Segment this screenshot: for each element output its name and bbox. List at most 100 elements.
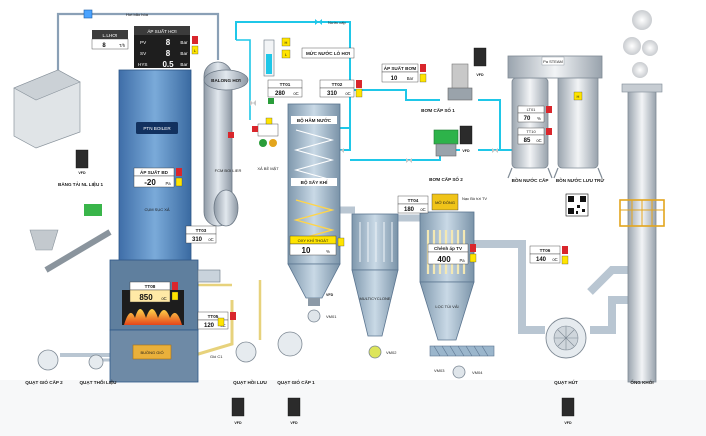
valve-icon[interactable] xyxy=(250,100,256,106)
ap-suat-lo-value: -20 xyxy=(144,178,156,187)
fan-icon[interactable] xyxy=(88,354,104,370)
fan-group[interactable] xyxy=(37,331,303,371)
gio-c1-label: Gió C1 xyxy=(210,354,223,359)
run-indicator xyxy=(268,98,274,104)
tag-value-box xyxy=(133,175,175,188)
quat-gio-cap-2-label: QUẠT GIÓ CẤP 2 xyxy=(25,378,63,385)
pump-2[interactable] xyxy=(433,129,459,157)
smoke-puff xyxy=(623,37,641,55)
alarm-indicator xyxy=(562,246,568,254)
balong-drum xyxy=(203,69,249,91)
tt04-label: TT04 xyxy=(408,198,419,203)
qr-cell xyxy=(568,196,574,202)
oxy-label: OXY KHÍ THOÁT xyxy=(298,238,329,243)
valve-icon[interactable] xyxy=(492,148,498,153)
multicyclone-label: MULTICYCLONE xyxy=(359,296,390,301)
alarm-indicator xyxy=(252,126,258,132)
qr-cell xyxy=(577,205,580,208)
conveyor-motor-icon[interactable] xyxy=(84,204,102,216)
rotary-valve-icon[interactable] xyxy=(368,345,382,359)
level-h-indicator xyxy=(281,37,291,47)
valve-icon[interactable] xyxy=(315,19,322,25)
steam-drum: BALONG HƠI FCM BOI LIER xyxy=(197,61,249,283)
ap-suat-hoi-title: ÁP SUẤT HƠI xyxy=(147,28,176,34)
tt04-value: 180 xyxy=(404,207,415,213)
xa-be-mat-label: XẢ BỀ MẶT xyxy=(257,166,279,171)
tt01-label: TT01 xyxy=(280,82,291,87)
mo-dong-button[interactable] xyxy=(431,193,459,211)
fan-icon[interactable] xyxy=(277,331,303,357)
vfd-label: VFD xyxy=(564,421,572,425)
vfd-icon[interactable] xyxy=(473,47,487,67)
ap-suat-lo-label: ÁP SUẤT BD xyxy=(140,169,169,175)
dp-tui-vai-label: Chênh áp TV xyxy=(434,246,463,251)
smoke-puff xyxy=(632,10,652,30)
vfd-icon[interactable] xyxy=(75,149,89,169)
vfd-icon[interactable] xyxy=(287,397,301,417)
vfd-icon[interactable] xyxy=(459,125,473,145)
tt10-unit: oC xyxy=(536,138,541,143)
hys-label: HYS xyxy=(138,62,147,67)
tt02-value: 310 xyxy=(327,91,338,97)
sv-value[interactable]: 8 xyxy=(166,49,171,58)
vm-label: VM04 xyxy=(472,370,483,375)
level-value: 70 xyxy=(524,116,531,122)
fan-icon[interactable] xyxy=(235,341,257,363)
hys-value[interactable]: 0.5 xyxy=(162,60,174,69)
bon-nuoc-cap-tank xyxy=(511,77,549,169)
tt10-label: TT10 xyxy=(526,129,536,134)
oxy-value: 10 xyxy=(302,246,311,255)
ap-suat-bom-label: ÁP SUẤT BƠM xyxy=(384,65,417,71)
rotary-valve-icon[interactable] xyxy=(452,365,466,379)
tag-ap-suat-hoi: ÁP SUẤT HƠI PV 8 Bar SV 8 Bar HYS 0.5 Ba… xyxy=(134,26,199,69)
tag-mo-dong[interactable]: MỞ ĐÓNG Nạc Bồ tứi TV xyxy=(431,193,487,211)
pipes xyxy=(56,12,628,362)
bo-say-khi-label: BỘ SẤY KHÍ xyxy=(301,178,328,185)
tag-value-box xyxy=(381,71,419,83)
tag-muc-nuoc: H L MỨC NƯỚC LÒ HƠI xyxy=(263,37,355,77)
tt01-unit: oC xyxy=(293,91,298,96)
alarm-indicator xyxy=(546,128,552,135)
tag-value-box xyxy=(289,243,337,256)
vfd-units[interactable]: VFD VFD VFD VFD VFD VFD VFD xyxy=(75,47,575,425)
tt05-label: TT05 xyxy=(208,314,219,319)
pa-steam-tag xyxy=(541,56,565,66)
bo-ham-nuoc-tag xyxy=(291,116,337,124)
level-l-indicator xyxy=(281,49,291,59)
valve-icon[interactable] xyxy=(406,158,412,163)
status-indicator xyxy=(217,317,225,327)
qr-cell xyxy=(580,196,586,202)
fan-icon[interactable] xyxy=(37,349,59,371)
tag-value-box xyxy=(185,233,217,244)
hys-unit: Bar xyxy=(180,62,188,67)
id-fan[interactable] xyxy=(545,317,587,359)
cyclone-tubes xyxy=(359,222,393,262)
pv-label: PV xyxy=(140,40,147,45)
alarm-indicator xyxy=(228,132,234,138)
quat-gio-cap-1-label: QUẠT GIÓ CẤP 1 xyxy=(277,378,315,385)
tag-value-box xyxy=(517,134,545,145)
pump-1[interactable] xyxy=(447,63,473,101)
mo-dong-label: MỞ ĐÓNG xyxy=(435,200,455,205)
nuoc-cap-label: Nước cấp xyxy=(328,20,347,25)
status-indicator xyxy=(419,73,427,83)
bo-ham-nuoc-label: BỘ HÂM NƯỚC xyxy=(297,116,332,123)
screw-threads xyxy=(433,345,489,357)
tag-value-box xyxy=(197,319,229,330)
tag-tt01: TT01 280 oC xyxy=(267,79,303,98)
rotary-valve-icon[interactable] xyxy=(307,309,321,323)
fuel-feed xyxy=(13,69,112,273)
vfd-icon[interactable] xyxy=(561,397,575,417)
indicator-h: H xyxy=(285,40,288,45)
vfd-label: VFD xyxy=(326,293,334,297)
tt03-value: 310 xyxy=(192,237,203,243)
tt06-unit: oC xyxy=(552,257,557,262)
screw-conveyor xyxy=(429,345,495,357)
stack-body xyxy=(627,89,657,383)
alarm-indicator xyxy=(176,168,182,176)
tag-value-box xyxy=(517,112,545,123)
valve-icon[interactable] xyxy=(83,9,93,19)
vfd-icon[interactable] xyxy=(231,397,245,417)
quat-hut-label: QUẠT HÚT xyxy=(554,379,578,385)
